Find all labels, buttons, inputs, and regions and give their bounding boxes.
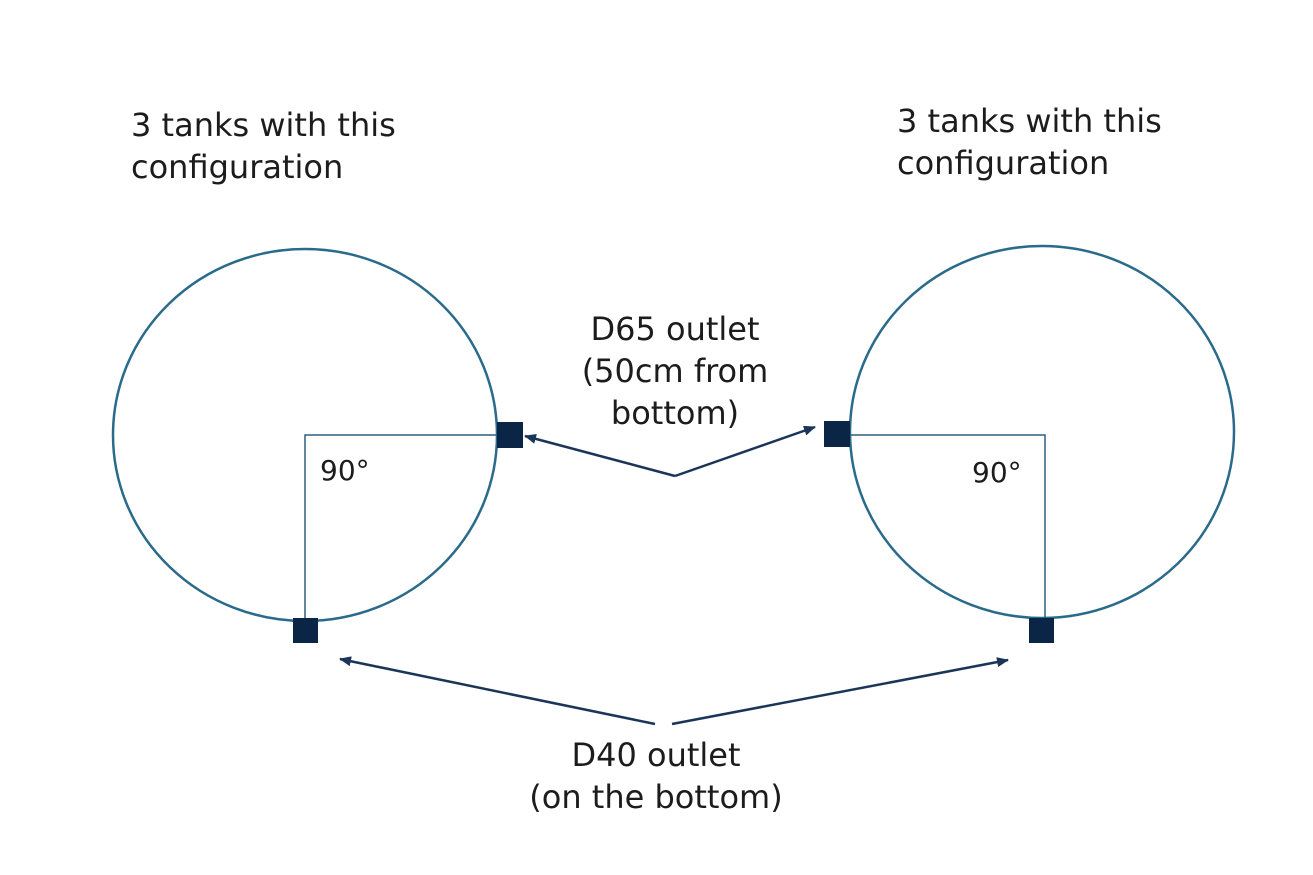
right-tank-d40-outlet (1029, 618, 1054, 643)
right-tank-caption-line2: configuration (897, 144, 1110, 182)
right-tank-right-angle-guide (850, 434, 1046, 620)
d65-arrow-right (674, 425, 816, 478)
left-tank-caption: 3 tanks with this configuration (131, 104, 396, 188)
left-tank-angle-label: 90° (320, 454, 370, 487)
right-tank-d65-outlet (824, 421, 850, 447)
d40-outlet-label: D40 outlet (on the bottom) (506, 734, 806, 818)
d40-arrow-left (339, 656, 656, 726)
right-tank-caption: 3 tanks with this configuration (897, 100, 1162, 184)
d65-outlet-label-line2: (50cm from (581, 352, 769, 390)
right-tank-caption-line1: 3 tanks with this (897, 102, 1162, 140)
d65-outlet-label-line1: D65 outlet (590, 310, 760, 348)
d65-outlet-label: D65 outlet (50cm from bottom) (555, 308, 795, 434)
d65-outlet-label-line3: bottom) (610, 394, 740, 432)
left-tank-caption-line1: 3 tanks with this (131, 106, 396, 144)
d40-arrow-right (671, 657, 1009, 726)
left-tank-right-angle-guide (304, 434, 497, 622)
left-tank-d40-outlet (293, 618, 318, 643)
left-tank-d65-outlet (497, 422, 523, 448)
d40-outlet-label-line2: (on the bottom) (529, 778, 783, 816)
left-tank-caption-line2: configuration (131, 148, 344, 186)
right-tank-angle-label: 90° (972, 456, 1022, 489)
d40-outlet-label-line1: D40 outlet (571, 736, 741, 774)
d65-arrow-left (524, 434, 676, 478)
right-tank-circle (848, 244, 1236, 620)
